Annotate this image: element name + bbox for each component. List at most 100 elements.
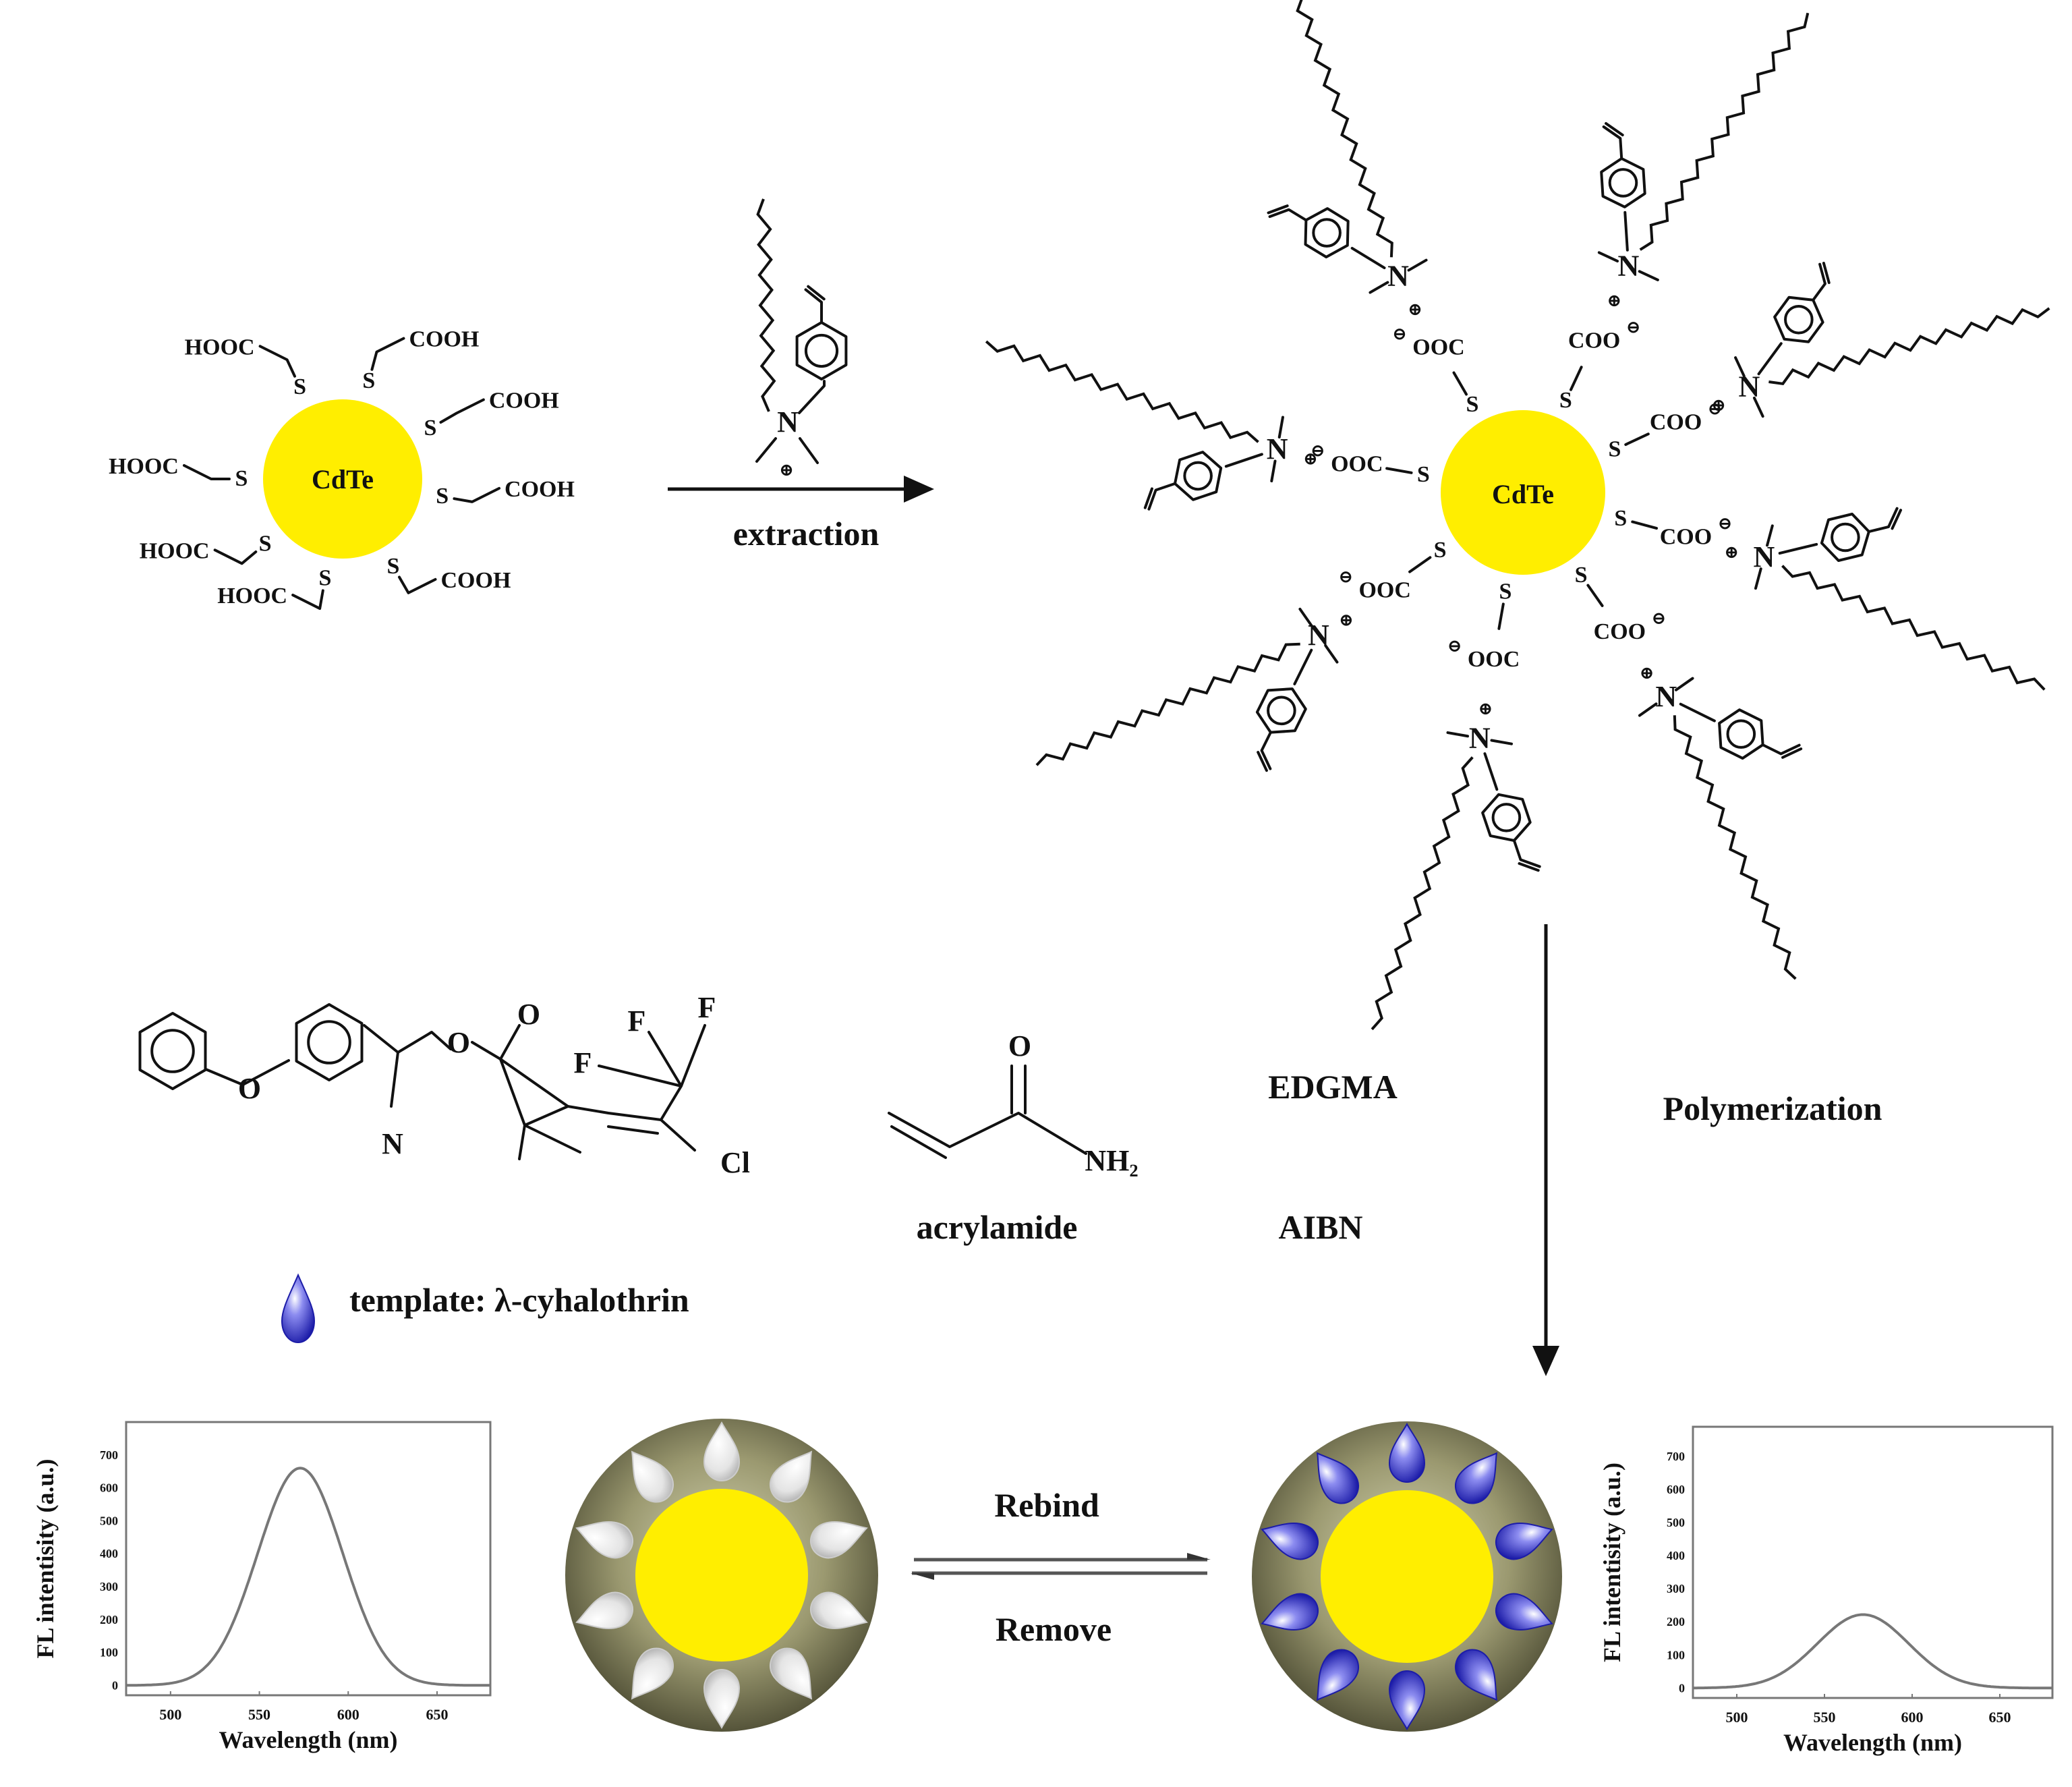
vinyl-double-bond xyxy=(1605,122,1624,137)
carboxyl-group: COOH xyxy=(505,477,575,502)
carboxyl-group: COOH xyxy=(489,389,559,414)
methyl-bond xyxy=(1674,677,1694,691)
vinyl-double-bond xyxy=(890,1125,947,1159)
spectrum-line xyxy=(1693,1613,2052,1690)
benzene-ring xyxy=(1304,207,1350,258)
benzene-ring xyxy=(1718,708,1764,760)
sulfur-atom: S xyxy=(1614,506,1627,531)
nitrile-bond xyxy=(390,1051,399,1108)
benzyl-bond xyxy=(1483,752,1499,791)
benzene-ring xyxy=(295,1003,364,1081)
vinyl-bond xyxy=(1147,482,1177,511)
negative-charge: ⊖ xyxy=(1447,636,1462,656)
y-tick-label: 600 xyxy=(100,1481,118,1495)
alkene-bond xyxy=(567,1105,662,1121)
aromatic-circle xyxy=(1608,168,1638,198)
x-tick-label: 650 xyxy=(1989,1709,2011,1726)
qd-core-left xyxy=(263,399,422,559)
cavity xyxy=(703,1421,741,1482)
cavity xyxy=(703,1668,741,1730)
mip-after-removal xyxy=(565,1419,878,1732)
sulfur-atom: S xyxy=(1559,388,1572,413)
aromatic-circle xyxy=(804,333,839,368)
aromatic-circle xyxy=(307,1020,351,1065)
ch2-bond xyxy=(1385,467,1413,474)
benzyl-bond xyxy=(798,380,826,414)
rebind-label: Rebind xyxy=(994,1486,1099,1524)
spectrum-line xyxy=(126,1467,490,1687)
negative-charge: ⊖ xyxy=(1708,399,1723,418)
vinyl-bond xyxy=(1268,208,1308,222)
carboxylate-group: OOC xyxy=(1468,647,1520,672)
methyl-bond xyxy=(1734,356,1746,378)
ester-oxygen: O xyxy=(447,1026,470,1059)
methyl-bond xyxy=(1277,416,1284,439)
x-tick-label: 600 xyxy=(1901,1709,1924,1726)
template-label: template: λ-cyhalothrin xyxy=(349,1281,689,1319)
cyclopropane-ring xyxy=(499,1058,569,1127)
cavity xyxy=(1316,1649,1360,1701)
y-tick-label: 300 xyxy=(100,1580,118,1593)
benzyl-bond xyxy=(1757,342,1783,376)
cavity xyxy=(1495,1523,1553,1560)
carboxylate-group: OOC xyxy=(1412,335,1464,360)
methyl-bond xyxy=(1597,251,1619,263)
y-tick-label: 100 xyxy=(100,1646,118,1660)
y-tick-label: 700 xyxy=(1667,1450,1685,1463)
methyl-bond xyxy=(1446,731,1470,738)
positive-charge: ⊕ xyxy=(779,460,794,480)
qd-core-right xyxy=(1441,410,1605,575)
alkene-double-bond xyxy=(607,1125,659,1135)
fluorine-atom: F xyxy=(628,1004,646,1038)
extraction-label: extraction xyxy=(733,515,880,552)
cavity xyxy=(575,1591,633,1629)
carboxylate-group: OOC xyxy=(1358,577,1410,602)
methyl-bond xyxy=(1490,739,1514,745)
methyl-bond xyxy=(1638,270,1659,281)
benzene-ring xyxy=(1481,793,1532,842)
vinyl-double-bond xyxy=(807,285,826,301)
negative-charge: ⊖ xyxy=(1718,514,1733,534)
carboxyl-group: COOH xyxy=(441,568,511,593)
cavity xyxy=(1261,1593,1319,1630)
x-tick-label: 550 xyxy=(1814,1709,1836,1726)
ether-oxygen: O xyxy=(238,1072,261,1105)
carbonyl-oxygen: O xyxy=(1008,1029,1031,1062)
cavity xyxy=(1388,1670,1426,1731)
benzene-ring xyxy=(1255,687,1307,734)
y-tick-label: 500 xyxy=(100,1514,118,1527)
aromatic-circle xyxy=(1183,461,1213,491)
nitrogen-atom: N xyxy=(1469,721,1491,754)
x-tick-label: 500 xyxy=(159,1706,181,1723)
ch2-bond xyxy=(291,589,324,611)
cavity xyxy=(1454,1649,1498,1701)
benzene-ring xyxy=(1174,451,1223,501)
plot-frame xyxy=(125,1421,492,1697)
aibn-label: AIBN xyxy=(1278,1208,1362,1246)
ch2-bond xyxy=(183,464,231,480)
template-legend: template: λ-cyhalothrin xyxy=(281,1273,689,1344)
cavity xyxy=(575,1521,633,1559)
vinyl-double-bond xyxy=(1143,487,1153,509)
ion-pair-ligands: SOOC⊖⊕NSCOO⊖⊕NSCOO⊖⊕NSCOO⊖⊕NSCOO⊖⊕NSOOC⊖… xyxy=(985,0,2050,1031)
y-tick-label: 600 xyxy=(1667,1483,1685,1496)
y-axis-label: FL intentisity (a.u.) xyxy=(32,1458,59,1658)
benzene-ring xyxy=(795,321,848,380)
plot-frame xyxy=(1692,1425,2054,1699)
ch2-bond xyxy=(1497,602,1505,630)
methyl-bond xyxy=(1270,459,1277,483)
alkyl-chain xyxy=(1296,0,1393,258)
acrylamide-label: acrylamide xyxy=(917,1208,1078,1246)
methyl-bond xyxy=(799,437,819,464)
surfactant-coated-qd: SOOC⊖⊕NSCOO⊖⊕NSCOO⊖⊕NSCOO⊖⊕NSCOO⊖⊕NSOOC⊖… xyxy=(985,0,2050,1031)
sulfur-atom: S xyxy=(387,554,400,579)
negative-charge: ⊖ xyxy=(1651,608,1666,628)
cavity xyxy=(810,1591,868,1629)
sulfur-atom: S xyxy=(1417,462,1430,487)
benzyl-bond xyxy=(1224,453,1263,468)
nitrogen-atom: N xyxy=(1655,680,1677,713)
vinyl-bond xyxy=(1602,125,1623,160)
